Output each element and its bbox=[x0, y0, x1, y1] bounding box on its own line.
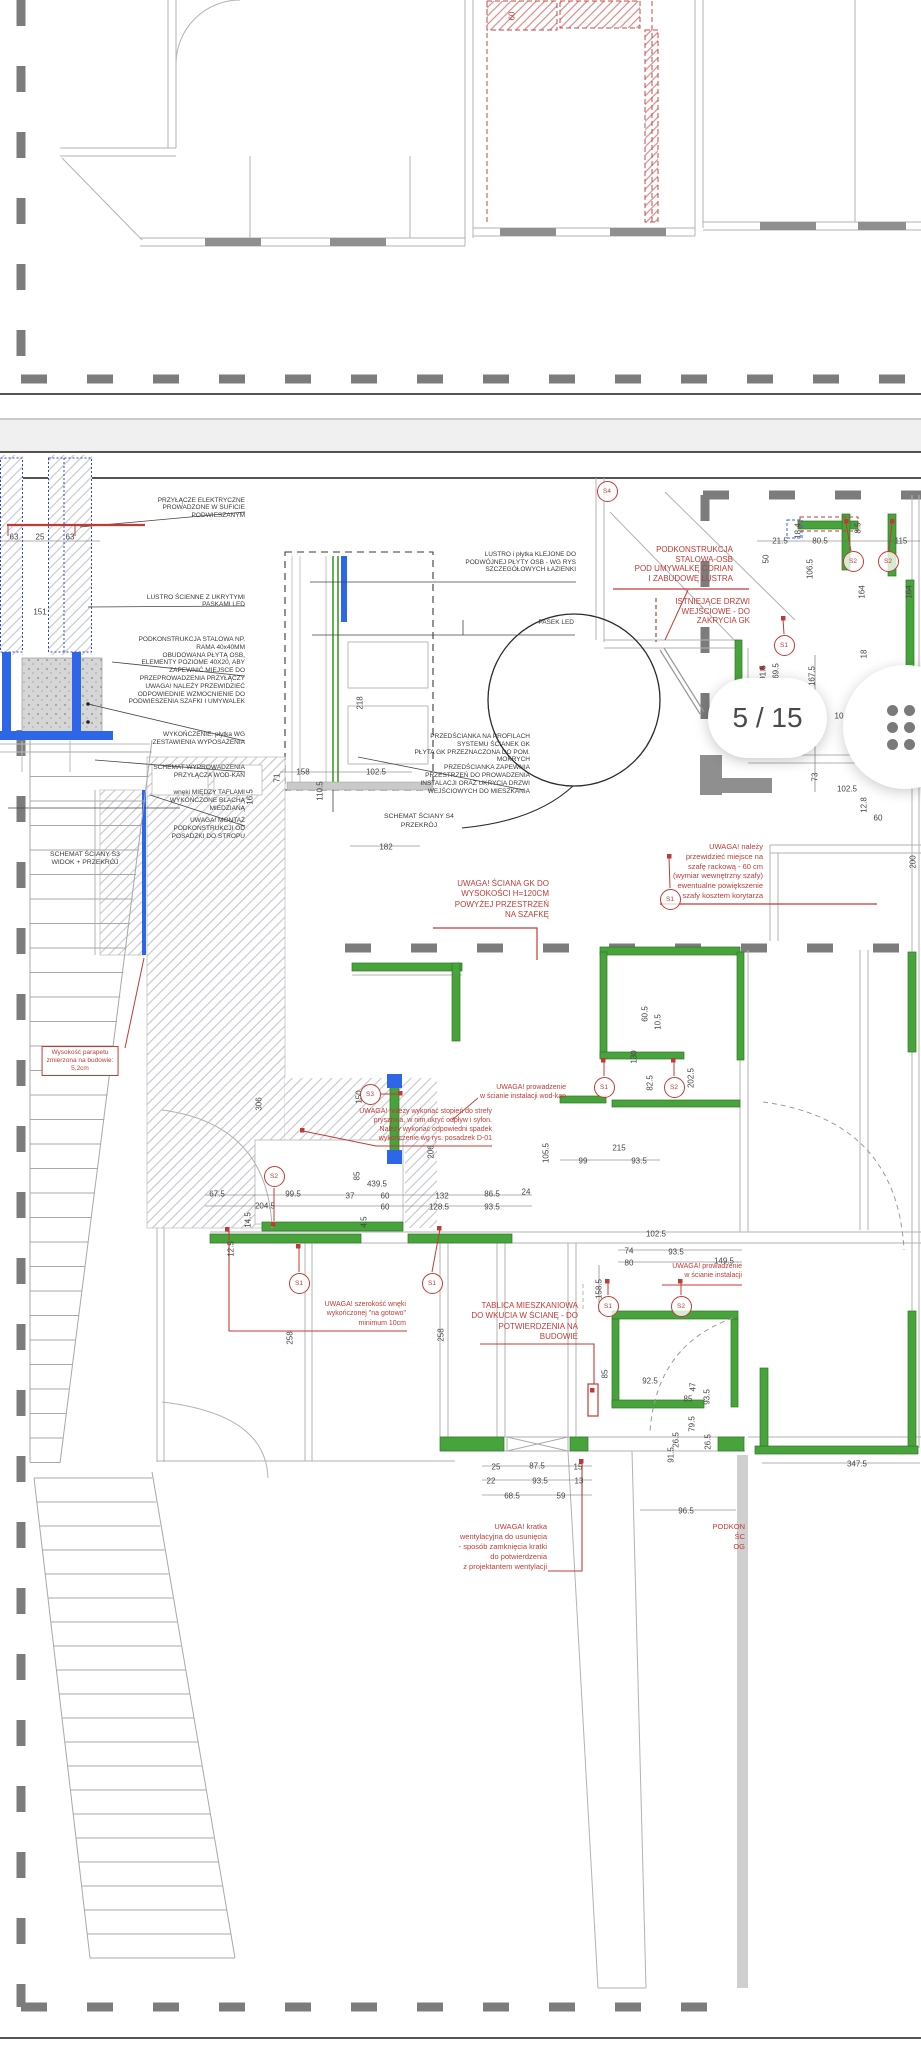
detail-s4-section bbox=[284, 551, 434, 791]
page-indicator-pill[interactable]: 5 / 15 bbox=[708, 678, 827, 758]
staircase-lower bbox=[33, 1471, 236, 1959]
grid-dots-icon bbox=[887, 704, 915, 750]
page-1-demolition-red bbox=[486, 0, 659, 223]
red-leader-lines bbox=[7, 516, 893, 1572]
page-1-plan bbox=[60, 0, 921, 247]
dimension-chain-lines bbox=[205, 540, 920, 1511]
doors-and-reference bbox=[161, 613, 905, 1479]
detail-reference-circle bbox=[487, 613, 661, 787]
hatched-demolition-areas bbox=[99, 756, 437, 1229]
blue-elements bbox=[142, 519, 803, 1164]
new-partition-walls-green bbox=[209, 513, 919, 1455]
page-indicator-label: 5 / 15 bbox=[732, 702, 803, 733]
page-1-wall-blocks bbox=[205, 222, 906, 246]
detail-s3-wall-section bbox=[0, 455, 150, 772]
existing-wall-fills bbox=[700, 755, 772, 1988]
vent-grille bbox=[506, 1436, 569, 1452]
red-marker-squares bbox=[225, 519, 895, 1464]
page-separator bbox=[0, 393, 921, 2039]
